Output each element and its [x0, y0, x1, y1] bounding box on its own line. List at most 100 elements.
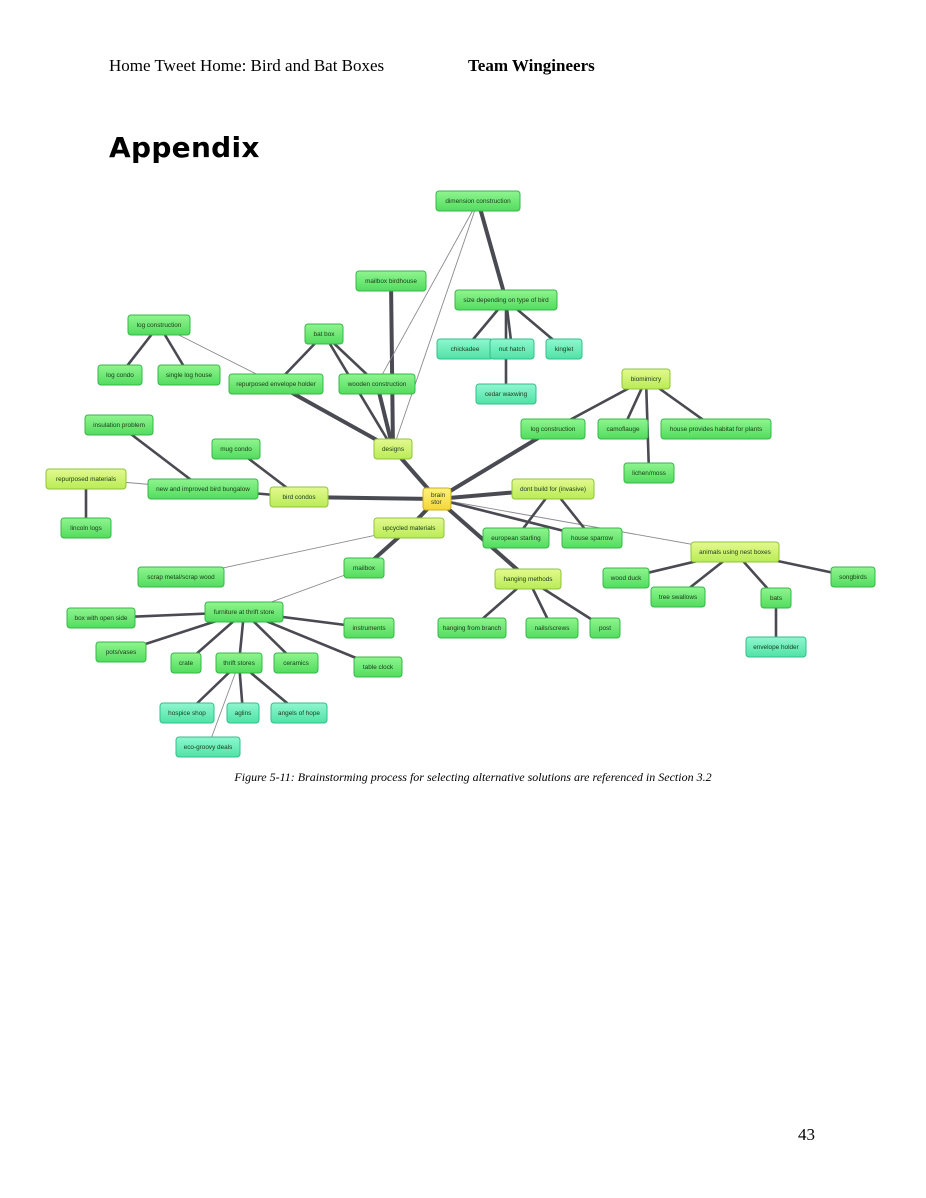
node-box — [269, 486, 329, 508]
node-nails-screws: nails/screws — [525, 617, 579, 639]
node-box — [545, 338, 583, 360]
node-post: post — [589, 617, 621, 639]
node-hanging-methods: hanging methods — [494, 568, 562, 590]
node-box — [84, 414, 154, 436]
figure-caption: Figure 5-11: Brainstorming process for s… — [234, 770, 712, 784]
node-box — [602, 567, 650, 589]
node-label: tree swallows — [659, 594, 697, 601]
node-box — [273, 652, 319, 674]
node-label: hanging from branch — [443, 625, 502, 632]
node-european-starling: european starling — [482, 527, 550, 549]
node-label: eco-groovy deals — [184, 744, 233, 751]
node-label: hospice shop — [168, 710, 206, 717]
edge-insulation-problem-to-new-bird-bungalow — [117, 423, 205, 491]
edge-dimension-construction-to-wooden-construction — [376, 200, 479, 385]
section-title: Appendix — [109, 131, 260, 164]
node-box — [228, 373, 324, 395]
node-box — [435, 190, 521, 212]
edge-center-to-animals-nest-boxes — [436, 498, 736, 553]
node-label: single log house — [166, 372, 213, 379]
node-box — [343, 617, 395, 639]
node-label: mug condo — [220, 446, 252, 453]
node-new-bird-bungalow: new and improved bird bungalow — [147, 478, 259, 500]
node-box — [66, 607, 136, 629]
node-box — [597, 418, 649, 440]
node-label: animals using nest boxes — [699, 549, 771, 556]
node-ceramics: ceramics — [273, 652, 319, 674]
running-header-team: Team Wingineers — [468, 56, 595, 75]
node-box — [561, 527, 623, 549]
node-label: bats — [770, 595, 782, 602]
node-house-sparrow: house sparrow — [561, 527, 623, 549]
node-box — [489, 338, 535, 360]
node-thrift-stores: thrift stores — [215, 652, 263, 674]
node-upcycled-materials: upcycled materials — [373, 517, 445, 539]
node-label: bird condos — [282, 494, 315, 501]
node-label: repurposed envelope holder — [236, 381, 316, 388]
running-header-title: Home Tweet Home: Bird and Bat Boxes — [109, 56, 385, 75]
node-animals-nest-boxes: animals using nest boxes — [690, 541, 780, 563]
node-label: mailbox — [353, 565, 376, 572]
node-label: camoflauge — [606, 426, 639, 433]
node-box — [215, 652, 263, 674]
node-label: envelope holder — [753, 644, 799, 651]
node-box — [520, 418, 586, 440]
node-label: furniture at thrift store — [214, 609, 275, 616]
node-box — [127, 314, 191, 336]
node-label: crate — [179, 660, 194, 667]
node-box — [204, 601, 284, 623]
node-box — [338, 373, 416, 395]
edge-designs-to-wooden-construction — [375, 382, 395, 451]
node-box — [137, 566, 225, 588]
node-box — [60, 517, 112, 539]
node-log-construction-2: log construction — [520, 418, 586, 440]
node-label: dimension construction — [445, 198, 511, 205]
node-box — [157, 364, 221, 386]
node-label: upcycled materials — [383, 525, 436, 532]
node-box — [373, 517, 445, 539]
node-box — [589, 617, 621, 639]
node-box — [475, 383, 537, 405]
node-lincoln-logs: lincoln logs — [60, 517, 112, 539]
node-dont-build: dont build for (invasive) — [511, 478, 595, 500]
node-box — [304, 323, 344, 345]
node-box — [226, 702, 260, 724]
node-habitat-plants: house provides habitat for plants — [660, 418, 772, 440]
node-label: kinglet — [555, 346, 574, 353]
node-dimension-construction: dimension construction — [435, 190, 521, 212]
node-scrap-metal-wood: scrap metal/scrap wood — [137, 566, 225, 588]
node-label-line: stor — [431, 499, 443, 506]
node-label: wood duck — [610, 575, 642, 582]
node-label: instruments — [352, 625, 385, 632]
node-label: chickadee — [451, 346, 480, 353]
node-label: angels of hope — [278, 710, 320, 717]
node-mug-condo: mug condo — [211, 438, 261, 460]
node-label: bat box — [314, 331, 336, 338]
node-box — [343, 557, 385, 579]
node-wooden-construction: wooden construction — [338, 373, 416, 395]
node-box — [353, 656, 403, 678]
node-nut-hatch: nut hatch — [489, 338, 535, 360]
node-box — [45, 468, 127, 490]
node-box-open-side: box with open side — [66, 607, 136, 629]
node-chickadee: chickadee — [436, 338, 494, 360]
node-box — [623, 462, 675, 484]
node-box — [437, 617, 507, 639]
node-crate: crate — [170, 652, 202, 674]
node-single-log-house: single log house — [157, 364, 221, 386]
node-label: pots/vases — [106, 649, 137, 656]
node-label: log condo — [106, 372, 134, 379]
node-box — [494, 568, 562, 590]
node-pots-vases: pots/vases — [95, 641, 147, 663]
node-label: insulation problem — [93, 422, 145, 429]
node-bats: bats — [760, 587, 792, 609]
node-label: table clock — [363, 664, 394, 671]
node-box — [270, 702, 328, 724]
node-repurposed-envelope-holder: repurposed envelope holder — [228, 373, 324, 395]
node-repurposed-materials: repurposed materials — [45, 468, 127, 490]
node-box — [760, 587, 792, 609]
node-label: mailbox birdhouse — [365, 278, 417, 285]
